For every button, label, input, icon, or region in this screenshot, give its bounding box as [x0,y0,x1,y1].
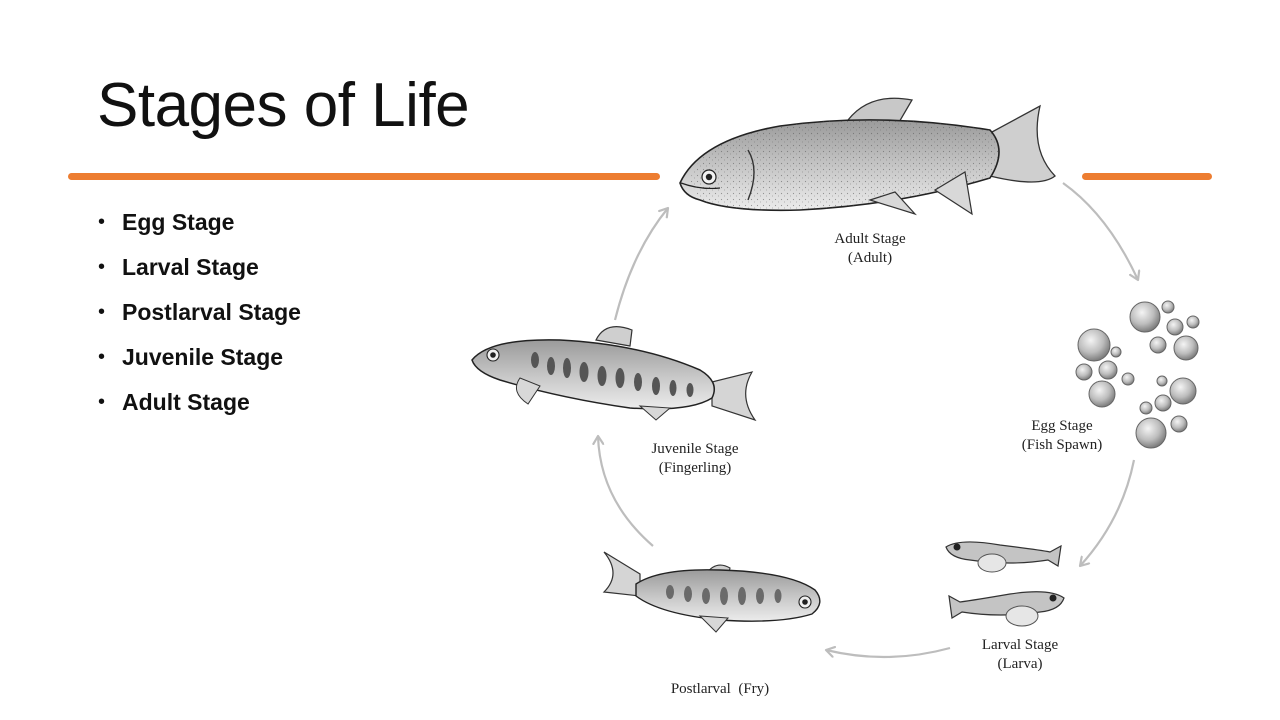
larvae-icon [945,541,1065,627]
bullet-text: Juvenile Stage [122,344,284,370]
bullet-dot-icon: • [98,301,106,323]
fish-eggs-icon [1075,300,1200,449]
bullet-dot-icon: • [98,346,106,368]
adult-stage-alias: (Adult) [847,250,893,266]
juvenile-stage-alias: (Fingerling) [658,460,732,476]
bullet-dot-icon: • [98,211,106,233]
adult-stage-label: Adult Stage (Adult) [790,230,950,268]
juvenile-stage-name: Juvenile Stage [651,441,739,457]
arrow-adult-to-egg [1062,182,1138,280]
juvenile-stage-label: Juvenile Stage (Fingerling) [615,440,775,478]
bullet-text: Adult Stage [122,389,250,415]
larval-stage-name: Larval Stage [981,637,1059,653]
bullet-item: • Postlarval Stage [98,290,301,335]
larval-stage-label: Larval Stage (Larva) [950,636,1090,674]
arrow-postlarval-to-juvenile [598,436,654,547]
larval-stage-alias: (Larva) [997,656,1043,672]
title-underline-right [1082,173,1212,180]
bullet-text: Postlarval Stage [122,299,301,325]
bullet-item: • Juvenile Stage [98,335,301,380]
bullet-dot-icon: • [98,256,106,278]
bullet-item: • Egg Stage [98,200,301,245]
arrow-egg-to-larval [1080,459,1136,566]
bullet-item: • Larval Stage [98,245,301,290]
adult-fish-icon [679,97,1056,216]
title-underline-left [68,173,660,180]
adult-stage-name: Adult Stage [834,231,906,247]
bullet-text: Egg Stage [122,209,235,235]
postlarval-stage-name: Postlarval (Fry) [670,681,770,697]
arrow-larval-to-postlarval [826,648,951,659]
fry-fish-icon [602,551,821,633]
postlarval-stage-label: Postlarval (Fry) [640,642,800,718]
arrow-juvenile-to-adult [613,208,668,321]
egg-stage-label: Egg Stage (Fish Spawn) [992,417,1132,455]
egg-stage-alias: (Fish Spawn) [1021,437,1103,453]
egg-stage-name: Egg Stage [1031,418,1093,434]
bullet-text: Larval Stage [122,254,259,280]
bullet-dot-icon: • [98,391,106,413]
stage-bullet-list: • Egg Stage • Larval Stage • Postlarval Sta… [98,200,301,425]
juvenile-fish-icon [471,326,757,422]
slide-title: Stages of Life [97,71,470,140]
bullet-item: • Adult Stage [98,380,301,425]
